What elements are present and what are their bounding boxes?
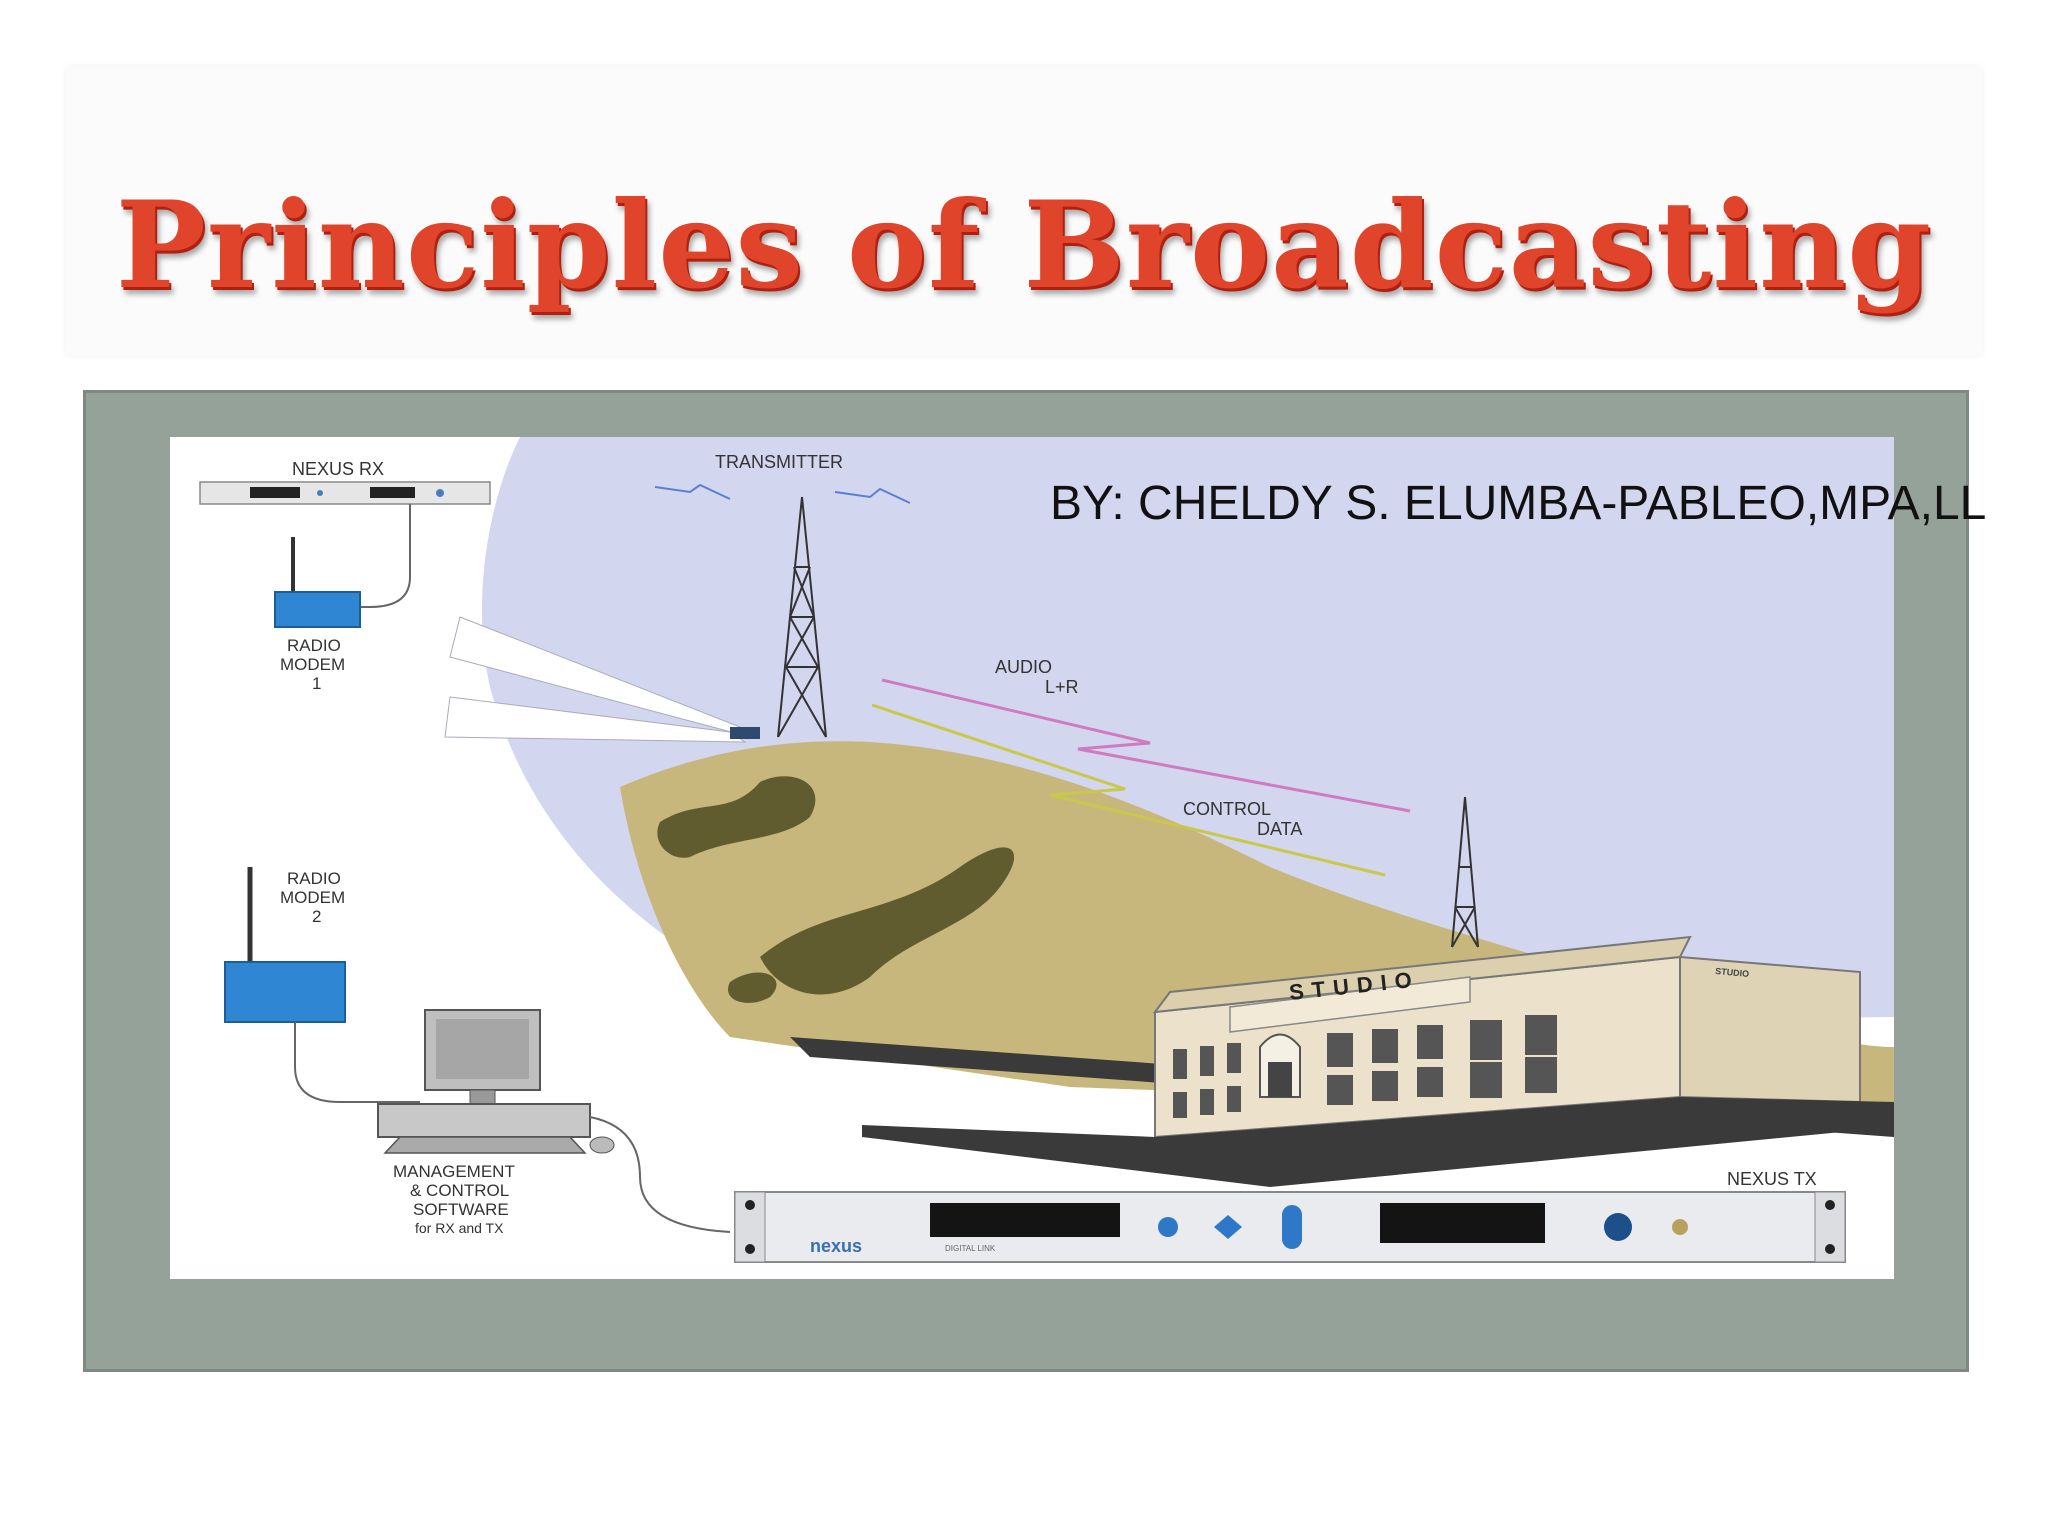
modem2-label-line3: 2 <box>312 907 321 926</box>
audio-link <box>881 678 1411 813</box>
studio-side-label: STUDIO <box>1715 966 1750 979</box>
modem1-label-line2: MODEM <box>280 655 345 674</box>
signal-zigzag <box>654 483 731 500</box>
management-label-line1: MANAGEMENT <box>393 1162 515 1181</box>
transmitter-label: TRANSMITTER <box>715 452 843 472</box>
management-label-line4: for RX and TX <box>415 1220 504 1236</box>
hill-texture <box>760 847 1015 995</box>
management-label-line2: & CONTROL <box>410 1181 509 1200</box>
transmitter-tower <box>777 496 827 738</box>
modem1-label-line3: 1 <box>312 674 321 693</box>
hill-texture <box>657 776 816 858</box>
digital-link-label: DIGITAL LINK <box>945 1244 996 1253</box>
computer-cable <box>589 1116 731 1233</box>
slide-title: Principles of Broadcasting <box>115 175 1933 316</box>
studio-building <box>1152 935 1861 1139</box>
radio-modem-2 <box>224 867 346 1023</box>
studio-tower <box>1451 796 1479 948</box>
radio-modem-1 <box>274 537 361 628</box>
signal-zigzag <box>834 487 911 504</box>
audio-label-line2: L+R <box>1045 677 1079 697</box>
modem2-cable <box>294 1022 420 1103</box>
studio-shadow <box>862 1097 1894 1187</box>
control-data-label-line1: CONTROL <box>1183 799 1271 819</box>
modem2-label-line2: MODEM <box>280 888 345 907</box>
modem1-label-line1: RADIO <box>287 636 341 655</box>
nexus-tx-unit <box>734 1191 1846 1263</box>
nexus-logo: nexus <box>810 1236 862 1256</box>
control-link <box>871 703 1386 877</box>
hill-texture <box>728 972 777 1003</box>
management-label-line3: SOFTWARE <box>413 1200 509 1219</box>
title-banner: Principles of Broadcasting <box>66 66 1982 356</box>
nexus-rx-label: NEXUS RX <box>292 459 384 479</box>
broadcast-diagram: STUDIO STUDIO TRANSMITTER AUDIO L+R CONT… <box>170 437 1895 1279</box>
nexus-rx-unit <box>199 481 491 505</box>
control-data-label-line2: DATA <box>1257 819 1302 839</box>
author-byline: BY: CHELDY S. ELUMBA-PABLEO,MPA,LL <box>1050 477 1987 530</box>
beam-wedge <box>444 696 747 743</box>
transmitter-hut <box>730 727 760 739</box>
nexus-tx-label: NEXUS TX <box>1727 1169 1817 1189</box>
computer <box>377 1009 615 1154</box>
rx-cable <box>350 504 411 608</box>
modem2-label-line1: RADIO <box>287 869 341 888</box>
audio-label-line1: AUDIO <box>995 657 1052 677</box>
